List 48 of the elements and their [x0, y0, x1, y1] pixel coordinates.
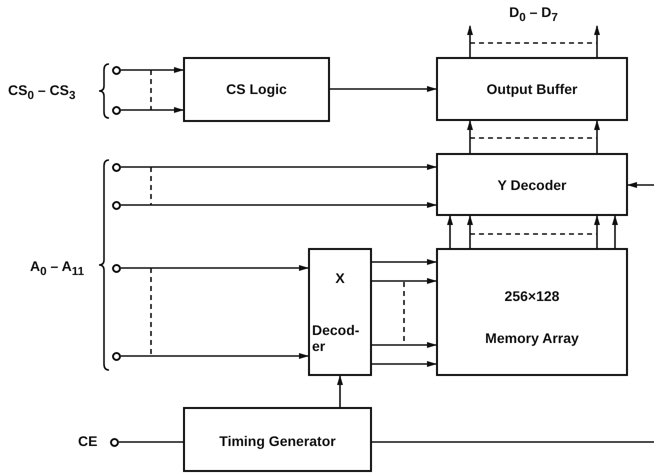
arrow — [121, 265, 309, 271]
arrow — [447, 215, 453, 248]
block-label: Decod- er — [312, 322, 360, 354]
terminal-circle — [112, 66, 121, 75]
block-label: 256×128 — [504, 288, 560, 304]
arrow — [627, 182, 654, 188]
terminal-circle — [112, 352, 121, 361]
block-label: Output Buffer — [486, 81, 578, 97]
block-label: CS Logic — [225, 81, 288, 97]
block-box — [436, 248, 628, 376]
block-box — [436, 57, 628, 121]
arrow — [372, 361, 437, 367]
signal-label: A$_{0}$ – A$_{11}$ — [30, 258, 84, 278]
terminal-circle — [112, 163, 121, 172]
signal-label: D$_{0}$ – D$_{7}$ — [508, 4, 559, 24]
arrow — [372, 342, 437, 348]
arrow — [121, 164, 437, 170]
arrow — [467, 120, 473, 153]
connector-line — [119, 441, 183, 443]
arrow — [372, 259, 437, 265]
arrow — [467, 25, 473, 57]
arrow — [372, 278, 437, 284]
block-label: Y Decoder — [496, 177, 568, 193]
arrow — [121, 67, 184, 73]
signal-label: CS$_{0}$ – CS$_{3}$ — [8, 82, 76, 102]
arrow — [121, 202, 437, 208]
arrow — [121, 353, 309, 359]
block-label: X — [334, 270, 346, 286]
arrow — [330, 86, 437, 92]
block-label: Memory Array — [484, 330, 580, 346]
arrow — [612, 215, 618, 248]
block-box — [183, 57, 330, 122]
arrow — [594, 25, 600, 57]
terminal-circle — [112, 106, 121, 115]
arrow — [467, 215, 473, 248]
arrow — [594, 215, 600, 248]
connector-line — [372, 441, 654, 443]
arrow — [337, 375, 343, 407]
block-box — [183, 407, 372, 472]
pin-label: CE — [78, 433, 98, 449]
terminal-circle — [110, 438, 119, 447]
arrow — [594, 120, 600, 153]
arrow — [121, 107, 184, 113]
block-box — [308, 248, 372, 376]
terminal-circle — [112, 201, 121, 210]
block-label: Timing Generator — [218, 433, 337, 449]
block-box — [436, 153, 628, 216]
terminal-circle — [112, 264, 121, 273]
